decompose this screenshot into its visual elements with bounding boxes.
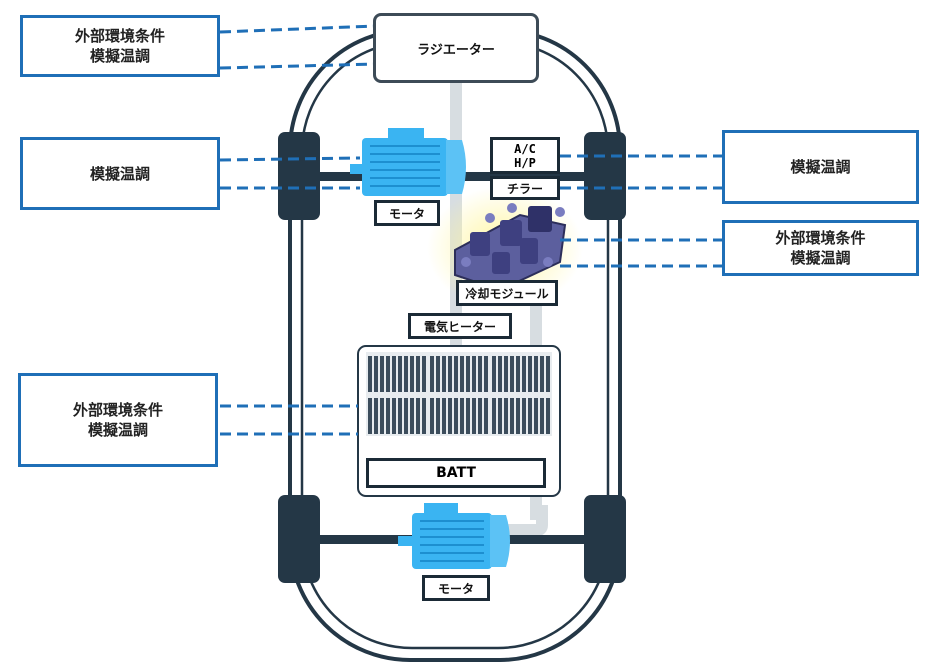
battery-cell [386,356,390,392]
battery-cell [430,356,434,392]
coolant-pipe-bottom [500,505,548,536]
battery-cell [436,356,440,392]
battery-cell [368,398,372,434]
front-motor-icon [350,128,466,196]
battery-cell [448,356,452,392]
rear-left-wheel [278,495,320,583]
battery-cell [410,398,414,434]
connection-lines [219,24,722,436]
battery-cell [374,356,378,392]
chiller-box: チラー [490,176,560,200]
battery-cell [504,356,508,392]
battery-cell [442,398,446,434]
battery-cell [398,398,402,434]
battery-cell [460,398,464,434]
battery-cell [498,356,502,392]
front-left-wheel [278,132,320,220]
battery-cell [484,398,488,434]
battery-cells-area [366,352,552,436]
front-right-wheel [584,132,626,220]
battery-cell [478,356,482,392]
battery-cell [430,398,434,434]
battery-cell [448,398,452,434]
battery-cell [478,398,482,434]
battery-cell [528,398,532,434]
radiator-box: ラジエーター [373,13,539,83]
battery-cell [392,398,396,434]
ac-hp-box: A/C H/P [490,137,560,174]
rear-right-wheel [584,495,626,583]
cooling-module-icon [454,203,567,292]
battery-cell [472,356,476,392]
battery-cell [398,356,402,392]
battery-cell [416,356,420,392]
battery-cell [442,356,446,392]
battery-cell [546,356,550,392]
battery-cell [498,398,502,434]
ext-box-motor-left: 模擬温調 [20,137,220,210]
battery-cell [492,398,496,434]
battery-cell [454,398,458,434]
battery-cell [404,398,408,434]
battery-cell [522,398,526,434]
battery-cell [540,356,544,392]
battery-cell [516,398,520,434]
battery-cell [454,356,458,392]
battery-cell [472,398,476,434]
battery-cell [528,356,532,392]
radiator-label: ラジエーター [417,42,495,58]
battery-cell [422,356,426,392]
battery-cell [484,356,488,392]
battery-cell [374,398,378,434]
battery-cell [522,356,526,392]
battery-cell [516,356,520,392]
battery-cell [492,356,496,392]
battery-cell [534,356,538,392]
battery-cell [534,398,538,434]
battery-cell [510,356,514,392]
battery-cell [436,398,440,434]
rear-motor-label: モータ [422,575,490,601]
battery-cell [410,356,414,392]
cooling-module-label: 冷却モジュール [456,280,558,306]
battery-cell [466,398,470,434]
battery-cell [416,398,420,434]
battery-cell [392,356,396,392]
battery-cell [460,356,464,392]
battery-cell [504,398,508,434]
battery-cell [368,356,372,392]
battery-cell [540,398,544,434]
electric-heater-label: 電気ヒーター [408,313,512,339]
rear-motor-icon [398,503,510,569]
ext-box-motor-right: 模擬温調 [722,130,919,204]
battery-cell [380,356,384,392]
battery-cell [386,398,390,434]
battery-label: BATT [366,458,546,488]
battery-cell [422,398,426,434]
front-motor-label: モータ [374,200,440,226]
battery-cells [368,356,550,434]
ext-box-battery-left: 外部環境条件 模擬温調 [18,373,218,467]
battery-cell [380,398,384,434]
battery-cell [546,398,550,434]
ext-box-module-right: 外部環境条件 模擬温調 [722,220,919,276]
battery-cell [510,398,514,434]
battery-cell [466,356,470,392]
ext-box-top-left: 外部環境条件 模擬温調 [20,15,220,77]
battery-cell [404,356,408,392]
